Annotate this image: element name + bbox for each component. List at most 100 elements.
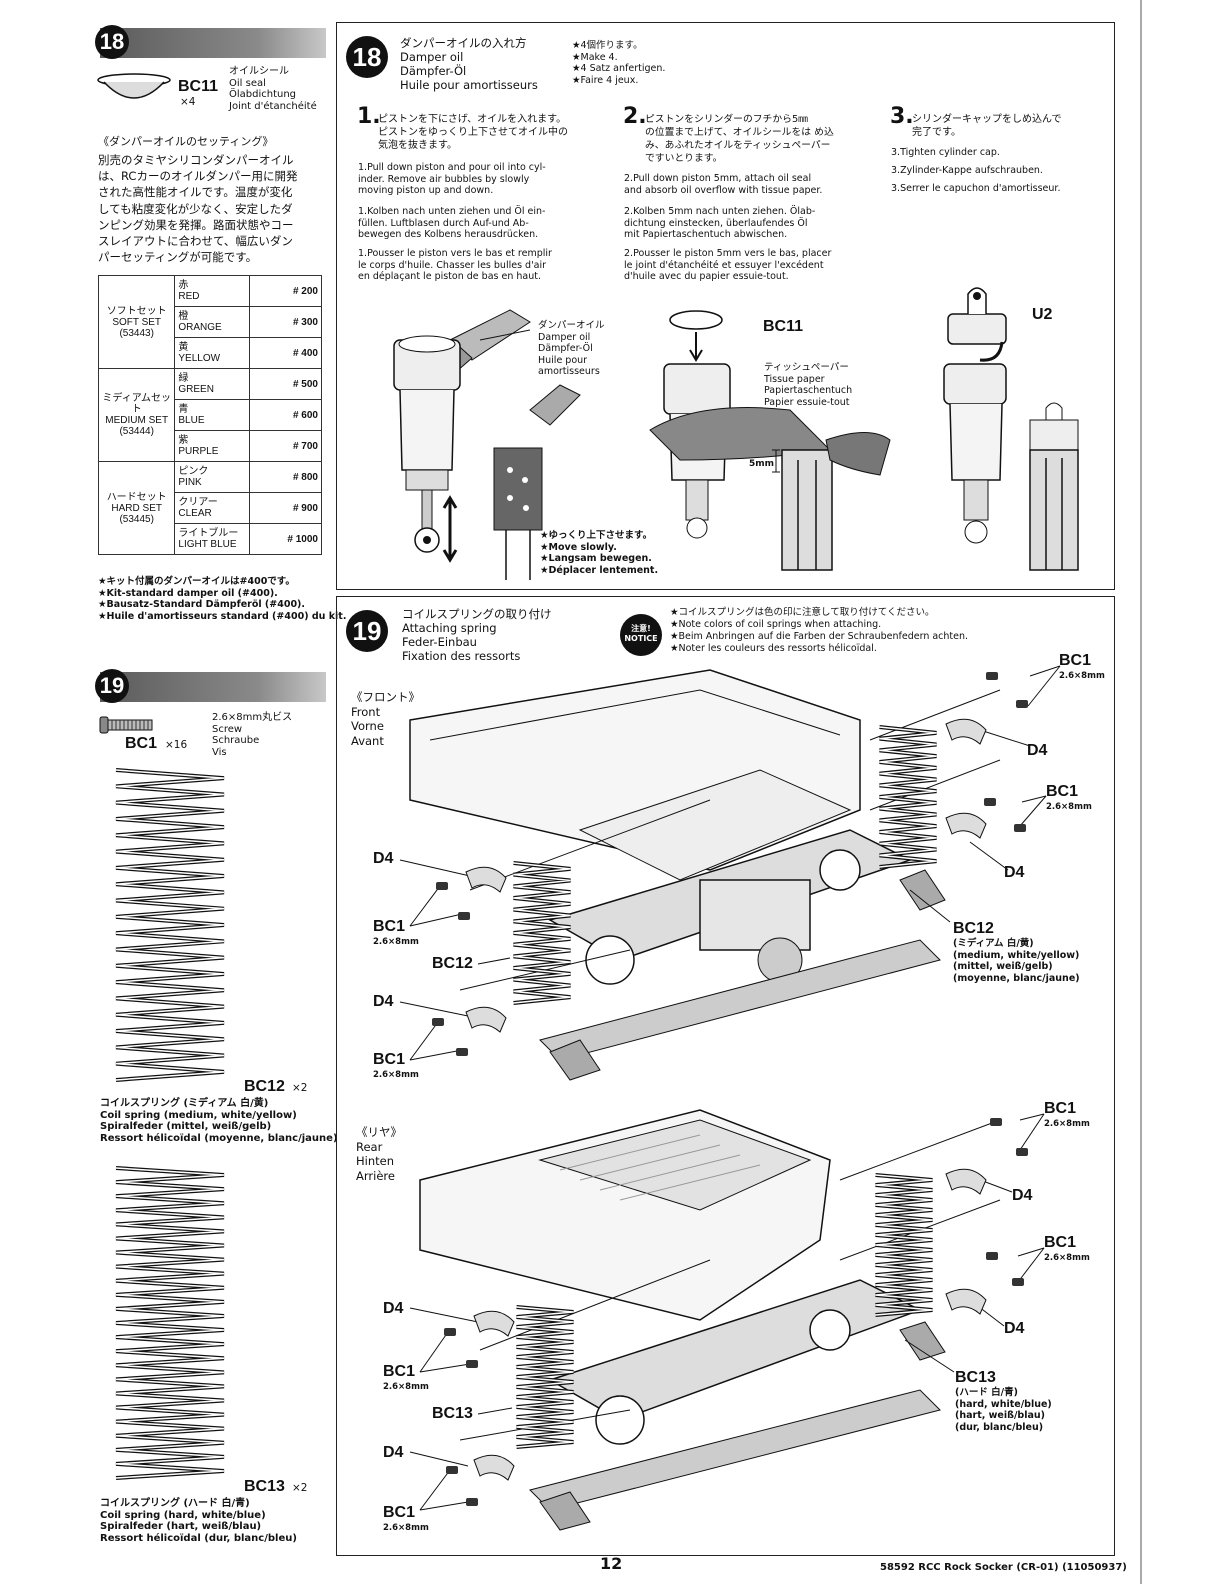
rear-bc13-right-desc: (ハード 白/青) (hard, white/blue) (hart, weiß… — [955, 1387, 1052, 1433]
panel18-make-note: ★4個作ります。 ★Make 4. ★4 Satz anfertigen. ★F… — [572, 40, 666, 86]
oil-setting-body: 別売のタミヤシリコンダンパーオイル は、RCカーのオイルダンパー用に開発 された… — [98, 153, 298, 265]
page-number: 12 — [600, 1554, 623, 1573]
step2-fr: 2.Pousser le piston 5mm vers le bas, pla… — [624, 248, 832, 282]
step19-number-badge: 19 — [95, 669, 129, 703]
oil-table-row: 黄 YELLOW# 400 — [99, 337, 323, 369]
rear-bc1-mid-right: BC1 — [1044, 1234, 1077, 1251]
bc13-part-code: BC13 — [244, 1478, 285, 1495]
rear-bc1-top-right: BC1 — [1044, 1100, 1077, 1117]
bc12-spring-names: コイルスプリング (ミディアム 白/黄) Coil spring (medium… — [100, 1098, 338, 1144]
step1-de: 1.Kolben nach unten ziehen und Öl ein- f… — [358, 206, 546, 240]
oil-color-name: ライトブルー LIGHT BLUE — [174, 523, 250, 555]
front-bc1-size-lower-left: 2.6×8mm — [373, 1070, 419, 1080]
oil-color-name: 緑 GREEN — [174, 368, 250, 400]
step3-ja: シリンダーキャップをしめ込んで 完了です。 — [912, 114, 1062, 138]
rear-bc1-upper-left: BC1 — [383, 1363, 416, 1380]
notice-text: ★コイルスプリングは色の印に注意して取り付けてください。 ★Note color… — [670, 607, 969, 654]
front-bc12-right-label: BC12 — [953, 920, 994, 937]
step18-panel — [336, 22, 1115, 590]
right-edge-rule — [1140, 0, 1142, 1584]
bc12-part-code: BC12 — [244, 1078, 285, 1095]
step1-number: 1. — [357, 104, 381, 129]
bc11-part-names: オイルシール Oil seal Ölabdichtung Joint d'éta… — [229, 66, 317, 112]
step3-en: 3.Tighten cylinder cap. — [891, 147, 1000, 158]
front-label: 《フロント》 Front Vorne Avant — [351, 690, 420, 748]
front-bc12-label: BC12 — [432, 955, 473, 972]
front-d4-top-right: D4 — [1027, 742, 1048, 759]
rear-bc1-size-upper-left: 2.6×8mm — [383, 1382, 429, 1392]
front-bc1-top-right: BC1 — [1059, 652, 1092, 669]
step1-damper-illustration — [393, 309, 581, 580]
spring-coil-highlight — [513, 862, 571, 1004]
step3-number: 3. — [890, 104, 914, 129]
oil-viscosity-number: # 500 — [248, 368, 323, 400]
damper-oil-label: ダンパーオイル Damper oil Dämpfer-Öl Huile pour… — [538, 320, 605, 377]
oil-table-row: 紫 PURPLE# 700 — [99, 430, 323, 462]
oil-set-name: ハードセット HARD SET (53445) — [97, 461, 176, 555]
spring-coil-highlight — [516, 1306, 574, 1448]
step3-damper-illustration — [943, 287, 1079, 571]
rear-label: 《リヤ》 Rear Hinten Arrière — [356, 1125, 402, 1183]
oil-setting-title: 《ダンパーオイルのセッティング》 — [98, 135, 274, 148]
spring-coil-highlight — [875, 1174, 933, 1316]
5mm-dimension: 5mm — [749, 459, 775, 469]
front-bc1-upper-left: BC1 — [373, 918, 406, 935]
bc13-qty: ×2 — [292, 1482, 308, 1494]
spring-coil-highlight — [879, 726, 937, 868]
oil-table-row: ミディアムセット MEDIUM SET (53444)緑 GREEN# 500 — [97, 368, 323, 462]
bc13-spring-names: コイルスプリング (ハード 白/青) Coil spring (hard, wh… — [100, 1498, 297, 1544]
front-d4-upper-left: D4 — [373, 850, 394, 867]
rear-bc1-size-lower-left: 2.6×8mm — [383, 1523, 429, 1533]
step19-panel — [336, 596, 1115, 1556]
oil-table-row: 橙 ORANGE# 300 — [99, 306, 323, 338]
step1-fr: 1.Pousser le piston vers le bas et rempl… — [358, 248, 552, 282]
front-bc1-size-top-right: 2.6×8mm — [1059, 671, 1105, 681]
notice-badge: 注意! NOTICE — [620, 614, 662, 656]
bc11-qty: ×4 — [180, 96, 196, 108]
step19-header-bar — [100, 672, 326, 702]
panel18-title: ダンパーオイルの入れ方 Damper oil Dämpfer-Öl Huile … — [400, 36, 538, 92]
bc12-coil-spring-icon — [115, 768, 225, 1082]
front-chassis-illustration — [409, 669, 1001, 1081]
front-d4-mid-right: D4 — [1004, 864, 1025, 881]
oil-viscosity-number: # 300 — [248, 306, 323, 338]
rear-d4-top-right: D4 — [1012, 1187, 1033, 1204]
step18-header-bar — [100, 28, 326, 58]
rear-d4-upper-left: D4 — [383, 1300, 404, 1317]
bc11-part-code: BC11 — [178, 78, 219, 95]
step2-ja: ピストンをシリンダーのフチから5㎜ の位置まで上げて、オイルシールをは め込 み… — [645, 114, 834, 164]
bc13-coil-spring-icon — [115, 1166, 225, 1480]
rear-left-coil-spring — [516, 1305, 574, 1449]
oil-set-name: ミディアムセット MEDIUM SET (53444) — [97, 368, 176, 462]
move-slowly-note: ★ゆっくり上下させます。 ★Move slowly. ★Langsam bewe… — [540, 530, 659, 576]
front-bc1-size-mid-right: 2.6×8mm — [1046, 802, 1092, 812]
rear-bc1-size-top-right: 2.6×8mm — [1044, 1119, 1090, 1129]
bc11-callout: BC11 — [763, 318, 804, 335]
rear-bc1-size-mid-right: 2.6×8mm — [1044, 1253, 1090, 1263]
front-bc1-size-upper-left: 2.6×8mm — [373, 937, 419, 947]
model-reference: 58592 RCC Rock Socker (CR-01) (11050937) — [880, 1562, 1127, 1573]
panel19-number: 19 — [346, 610, 388, 652]
rear-d4-mid-right: D4 — [1004, 1320, 1025, 1337]
tissue-paper-label: ティッシュペーパー Tissue paper Papiertaschentuch… — [764, 362, 853, 408]
step1-en: 1.Pull down piston and pour oil into cyl… — [358, 162, 546, 196]
front-right-coil-spring — [879, 725, 937, 869]
rear-right-coil-spring — [875, 1173, 933, 1317]
step3-de: 3.Zylinder-Kappe aufschrauben. — [891, 165, 1043, 176]
spring-coil-highlight — [115, 769, 225, 1081]
step2-en: 2.Pull down piston 5mm, attach oil seal … — [624, 173, 823, 196]
screw-description: 2.6×8mm丸ビス Screw Schraube Vis — [212, 712, 293, 758]
screw-icon — [99, 716, 153, 734]
oil-color-name: 青 BLUE — [174, 399, 250, 431]
front-d4-lower-left: D4 — [373, 993, 394, 1010]
bc1-part-code: BC1 — [125, 735, 158, 752]
bc1-qty: ×16 — [165, 739, 188, 751]
front-bc1-lower-left: BC1 — [373, 1051, 406, 1068]
spring-coil-highlight — [115, 1167, 225, 1479]
step18-number-badge: 18 — [95, 25, 129, 59]
step2-de: 2.Kolben 5mm nach unten ziehen. Ölab- di… — [624, 206, 816, 240]
oil-viscosity-number: # 1000 — [248, 523, 323, 555]
oil-viscosity-number: # 900 — [248, 492, 323, 524]
